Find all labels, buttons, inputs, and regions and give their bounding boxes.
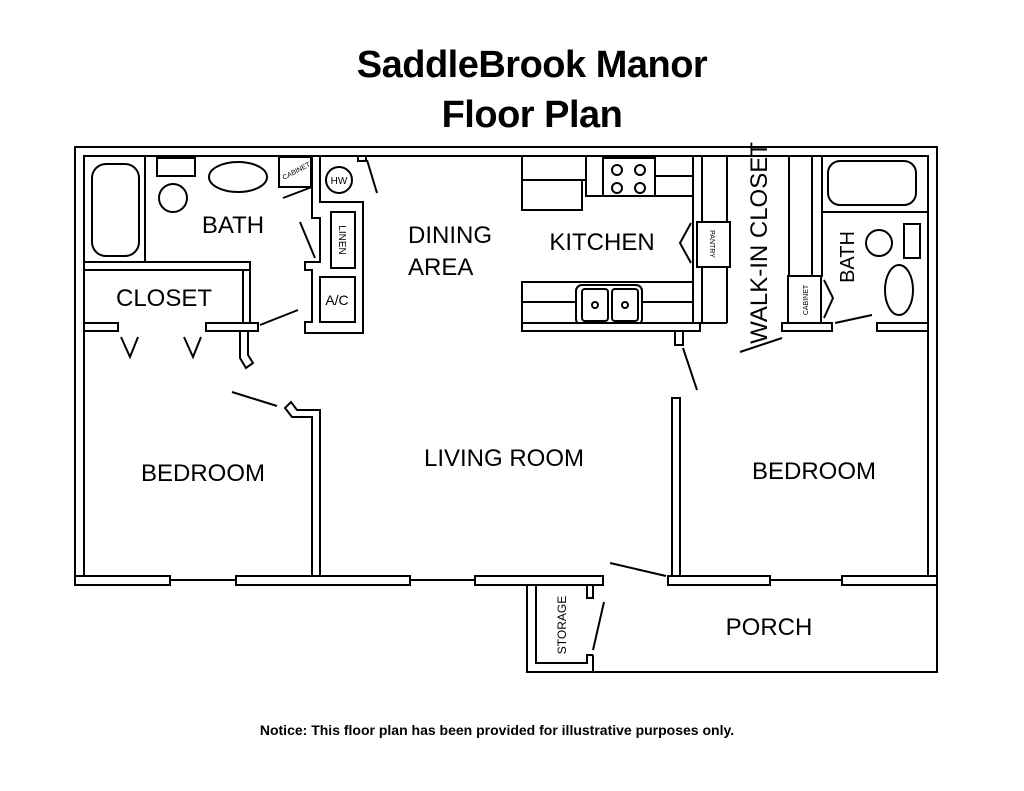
dining-label-line2: AREA — [408, 254, 473, 281]
walk-in-closet-label: WALK-IN CLOSET — [746, 142, 773, 344]
bath-right-label: BATH — [837, 231, 859, 283]
right-bedroom-walls — [609, 397, 681, 577]
storage: STORAGE — [526, 585, 605, 672]
closet-label: CLOSET — [116, 285, 212, 312]
toilet-tank — [156, 157, 196, 177]
disclaimer-notice: Notice: This floor plan has been provide… — [259, 722, 735, 738]
toilet — [158, 183, 188, 213]
kitchen: PANTRY — [521, 155, 731, 391]
pantry-label: PANTRY — [708, 230, 715, 258]
kitchen-label: KITCHEN — [549, 229, 654, 256]
plan-subtitle: Floor Plan — [441, 94, 623, 136]
bedroom-right-label: BEDROOM — [752, 458, 876, 485]
door-swing — [282, 186, 313, 199]
linen-label: LINEN — [336, 225, 347, 254]
exterior-walls — [74, 146, 938, 673]
range — [602, 157, 656, 197]
left-bedroom-walls — [231, 391, 321, 577]
closet — [83, 269, 259, 370]
hw-label: HW — [331, 176, 348, 187]
utility-closets: HW LINEN A/C — [259, 155, 378, 334]
porch-label: PORCH — [726, 614, 813, 641]
plan-title: SaddleBrook Manor — [356, 44, 708, 86]
bedroom-left-label: BEDROOM — [141, 460, 265, 487]
walk-in-closet: CABINET — [702, 155, 833, 353]
living-room-label: LIVING ROOM — [424, 445, 584, 472]
left-bath: CABINET — [83, 155, 313, 271]
ac-label: A/C — [325, 292, 348, 308]
cabinet-label-right: CABINET — [803, 284, 810, 315]
storage-label: STORAGE — [555, 596, 569, 654]
room-labels: BATH CLOSET DINING AREA KITCHEN WALK-IN … — [116, 142, 876, 641]
sink — [208, 161, 268, 193]
right-bath — [821, 155, 929, 332]
dining-label-line1: DINING — [408, 222, 492, 249]
bath-left-label: BATH — [202, 212, 264, 239]
